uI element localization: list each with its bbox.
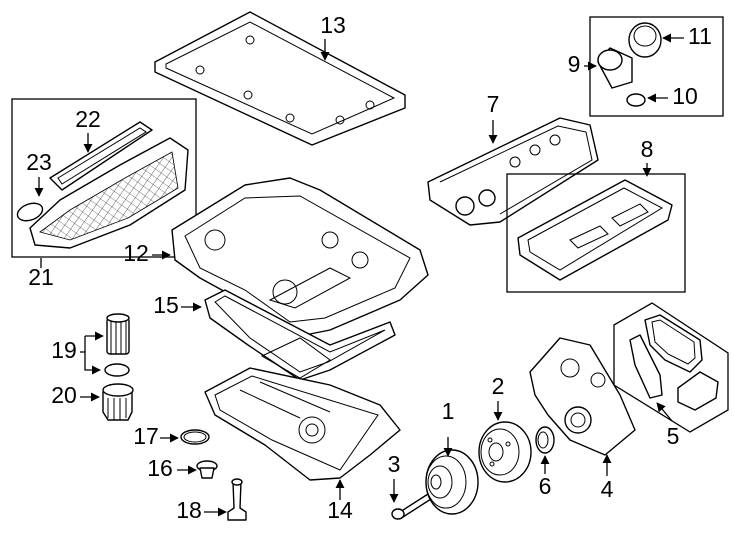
callout-3: 3 bbox=[388, 451, 401, 477]
timing-cover-gasket-small bbox=[629, 334, 663, 399]
valve-cover-gasket-box bbox=[506, 173, 686, 293]
callout-labels: 1 2 3 4 5 6 7 8 9 10 11 12 13 14 15 16 1… bbox=[26, 12, 712, 523]
vibration-damper bbox=[478, 421, 532, 483]
oil-level-sensor bbox=[227, 478, 247, 521]
timing-gasket-box bbox=[613, 302, 729, 433]
oil-cap-seal bbox=[626, 93, 646, 107]
callout-9: 9 bbox=[568, 51, 581, 77]
leader-lines bbox=[34, 33, 684, 517]
callout-11: 11 bbox=[688, 23, 712, 49]
crank-pulley bbox=[425, 449, 479, 515]
callout-19: 19 bbox=[51, 337, 77, 363]
callout-14: 14 bbox=[327, 497, 353, 523]
oil-filter-element bbox=[106, 313, 130, 355]
callout-2: 2 bbox=[492, 373, 505, 399]
front-crank-seal bbox=[535, 426, 555, 454]
oil-filler-neck bbox=[597, 47, 633, 89]
intake-manifold-box bbox=[11, 98, 197, 258]
o-ring bbox=[180, 429, 210, 445]
timing-cover-gasket-lower bbox=[677, 371, 719, 411]
callout-15: 15 bbox=[153, 292, 179, 318]
oil-filler-cap bbox=[628, 22, 662, 58]
valve-cover-gasket bbox=[517, 179, 673, 281]
oil-filter-seal bbox=[104, 363, 130, 377]
callout-21: 21 bbox=[28, 264, 54, 290]
callout-4: 4 bbox=[601, 476, 614, 502]
drain-plug bbox=[196, 460, 218, 479]
valve-cover bbox=[427, 117, 599, 226]
callout-22: 22 bbox=[75, 106, 101, 132]
intake-gasket bbox=[49, 121, 153, 191]
callout-7: 7 bbox=[487, 91, 500, 117]
callout-10: 10 bbox=[672, 83, 698, 109]
timing-cover-gasket bbox=[644, 314, 703, 373]
lower-oil-pan bbox=[204, 367, 401, 481]
callout-5: 5 bbox=[667, 423, 680, 449]
timing-cover bbox=[529, 337, 636, 456]
callout-16: 16 bbox=[147, 455, 173, 481]
oil-filter-cap bbox=[102, 383, 134, 421]
intake-manifold bbox=[29, 137, 189, 249]
crank-bolt bbox=[391, 493, 432, 520]
oil-pan-gasket bbox=[204, 289, 396, 381]
callout-8: 8 bbox=[641, 136, 654, 162]
callout-20: 20 bbox=[51, 382, 77, 408]
callout-23: 23 bbox=[26, 149, 52, 175]
valley-gasket bbox=[154, 11, 406, 146]
callout-17: 17 bbox=[133, 423, 159, 449]
callout-6: 6 bbox=[539, 473, 552, 499]
intake-seal-ring bbox=[16, 202, 44, 222]
engine-block bbox=[171, 177, 429, 339]
callout-13: 13 bbox=[320, 12, 346, 38]
callout-18: 18 bbox=[176, 497, 202, 523]
callout-1: 1 bbox=[442, 398, 455, 424]
callout-12: 12 bbox=[123, 240, 149, 266]
